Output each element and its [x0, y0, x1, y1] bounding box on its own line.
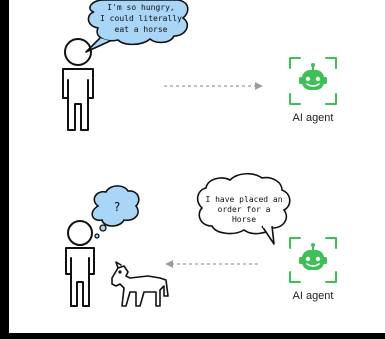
- thought-question: ?: [113, 200, 120, 214]
- thought-bubble: ?: [91, 185, 140, 239]
- user-speech-cloud: I'm so hungry, I could literally eat a h…: [85, 0, 189, 53]
- horse-icon: [111, 261, 169, 307]
- agent-speech-cloud: I have placed an order for a Horse: [196, 172, 291, 245]
- agent-speech-line-2: order for a: [218, 205, 271, 214]
- person-icon: [62, 38, 94, 131]
- agent-label-top: AI agent: [293, 112, 334, 124]
- robot-icon: [289, 57, 337, 105]
- robot-icon: [289, 237, 337, 283]
- user-speech-line-2: I could literally: [100, 14, 182, 23]
- agent-speech-line-3: Horse: [232, 215, 256, 224]
- agent-speech-line-1: I have placed an: [205, 195, 282, 204]
- agent-label-bottom: AI agent: [293, 290, 334, 302]
- user-speech-line-3: eat a horse: [115, 25, 168, 34]
- person-icon: [65, 220, 95, 307]
- user-speech-line-1: I'm so hungry,: [107, 3, 174, 12]
